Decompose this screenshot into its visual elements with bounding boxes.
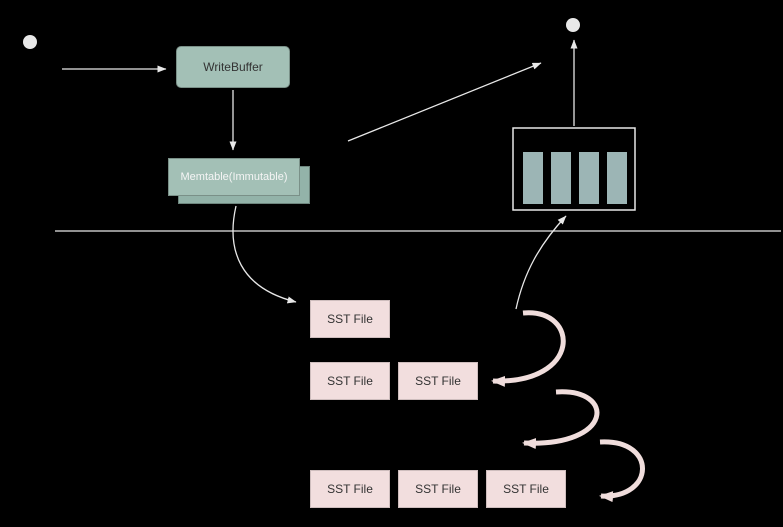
sst-file-label: SST File xyxy=(415,482,461,496)
sst-file-node[interactable]: SST File xyxy=(486,470,566,508)
sst-file-label: SST File xyxy=(327,374,373,388)
start-node-circle[interactable] xyxy=(23,35,37,49)
sst-file-label: SST File xyxy=(327,482,373,496)
edge-memtable-to-end xyxy=(347,62,542,142)
edge-memtable-to-sst-flush xyxy=(232,205,297,304)
sst-file-node[interactable]: SST File xyxy=(310,470,390,508)
bar xyxy=(523,152,543,204)
sst-file-node[interactable]: SST File xyxy=(398,362,478,400)
memtable-box: Memtable(Immutable) xyxy=(168,158,300,196)
sst-file-node[interactable]: SST File xyxy=(398,470,478,508)
sst-file-label: SST File xyxy=(415,374,461,388)
bars-box-outline xyxy=(512,127,636,211)
sst-file-node[interactable]: SST File xyxy=(310,300,390,338)
bar xyxy=(551,152,571,204)
compaction-arc-2 xyxy=(522,389,600,450)
edge-sst-to-bars-read xyxy=(515,215,567,310)
sst-file-label: SST File xyxy=(503,482,549,496)
memtable-label: Memtable(Immutable) xyxy=(180,171,288,183)
end-node-circle[interactable] xyxy=(566,18,580,32)
sst-file-node[interactable]: SST File xyxy=(310,362,390,400)
sst-file-label: SST File xyxy=(327,312,373,326)
compaction-arc-1 xyxy=(491,310,566,387)
bar xyxy=(579,152,599,204)
bar xyxy=(607,152,627,204)
writebuffer-label: WriteBuffer xyxy=(203,60,263,74)
bars-box-node[interactable] xyxy=(512,127,636,211)
writebuffer-node[interactable]: WriteBuffer xyxy=(176,46,290,88)
memtable-node[interactable]: Memtable(Immutable) xyxy=(168,158,312,206)
compaction-arc-3 xyxy=(599,439,645,503)
